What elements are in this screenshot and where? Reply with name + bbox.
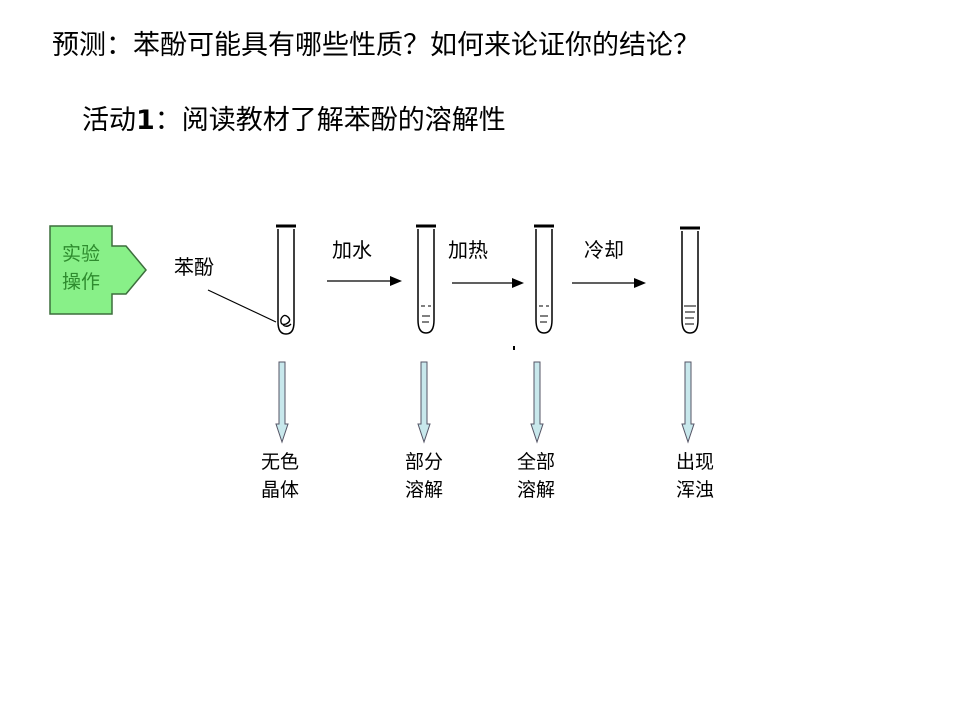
test-tube-1 [276, 224, 296, 335]
step-arrow-1 [327, 276, 402, 286]
reagent-pointer-line [207, 289, 277, 323]
step-arrow-2 [452, 278, 524, 288]
result-3: 全部 溶解 [506, 448, 566, 504]
down-arrow-1 [275, 361, 289, 444]
operation-box-label: 实验 操作 [50, 240, 112, 296]
result-1-line1: 无色 [260, 451, 299, 473]
activity-label: 活动 [82, 105, 136, 136]
result-1-line2: 晶体 [260, 479, 299, 501]
result-3-line1: 全部 [516, 451, 555, 473]
test-tube-3 [534, 224, 554, 334]
reagent-label: 苯酚 [174, 255, 214, 279]
test-tube-4 [680, 226, 700, 334]
result-2-line2: 溶解 [404, 479, 443, 501]
activity-text: ：阅读教材了解苯酚的溶解性 [154, 105, 506, 136]
result-3-line2: 溶解 [516, 479, 555, 501]
operation-box-line1: 实验 [61, 243, 100, 265]
operation-box-line2: 操作 [61, 271, 100, 293]
test-tube-2 [416, 224, 436, 334]
down-arrow-2 [417, 361, 431, 444]
down-arrow-3 [530, 361, 544, 444]
down-arrow-4 [681, 361, 695, 444]
slide-title: 预测：苯酚可能具有哪些性质？如何来论证你的结论？ [52, 30, 700, 61]
step-label-3: 冷却 [584, 238, 624, 262]
step-label-2: 加热 [448, 238, 488, 262]
result-4: 出现 浑浊 [665, 448, 725, 504]
step-label-1: 加水 [332, 238, 372, 262]
operation-box-arrow [49, 225, 147, 315]
activity-heading: 活动1：阅读教材了解苯酚的溶解性 [82, 103, 506, 139]
stray-mark [513, 346, 515, 350]
result-4-line1: 出现 [675, 451, 714, 473]
result-4-line2: 浑浊 [675, 479, 714, 501]
result-1: 无色 晶体 [250, 448, 310, 504]
step-arrow-3 [572, 278, 646, 288]
result-2: 部分 溶解 [394, 448, 454, 504]
result-2-line1: 部分 [404, 451, 443, 473]
activity-number: 1 [136, 105, 155, 136]
